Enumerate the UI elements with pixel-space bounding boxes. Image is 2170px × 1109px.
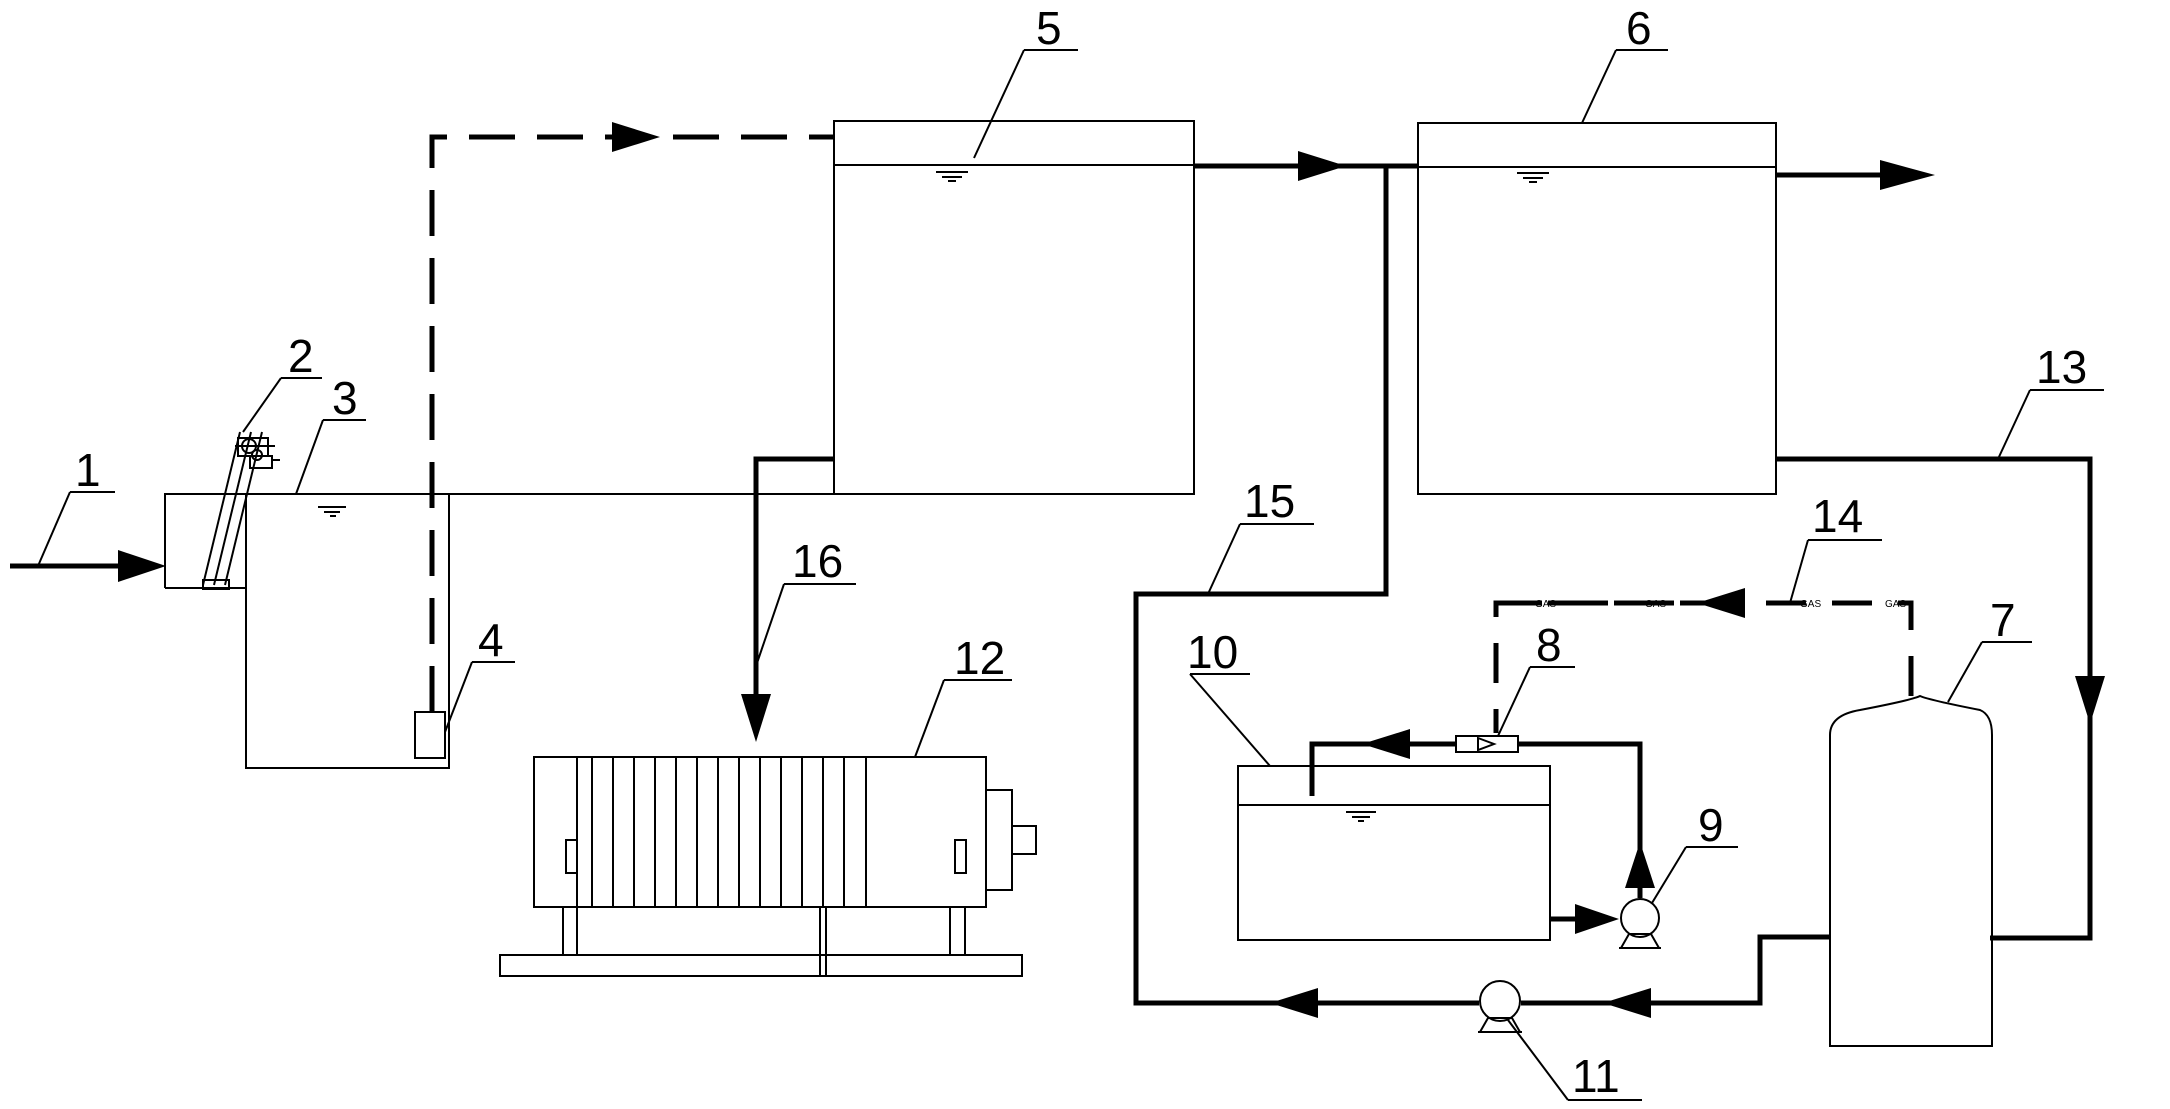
submersible-pump xyxy=(414,711,446,759)
label-9: 9 xyxy=(1651,799,1738,904)
label-8-text: 8 xyxy=(1536,619,1562,671)
pump-11 xyxy=(1478,980,1522,1033)
label-10: 10 xyxy=(1187,626,1271,767)
reaction-tank-6 xyxy=(1417,122,1777,495)
vessel-7 xyxy=(1829,694,1993,1047)
collection-tank xyxy=(245,493,450,769)
label-11: 11 xyxy=(1507,1019,1642,1102)
gas-marker: GAS xyxy=(1645,599,1666,610)
label-13-text: 13 xyxy=(2036,341,2087,393)
reaction-tank-5 xyxy=(833,120,1195,495)
label-3-text: 3 xyxy=(332,372,358,424)
label-14: 14 xyxy=(1789,490,1882,604)
label-9-text: 9 xyxy=(1698,799,1724,851)
gas-marker: GAS xyxy=(1800,599,1821,610)
label-7-text: 7 xyxy=(1990,594,2016,646)
label-16: 16 xyxy=(755,535,856,667)
label-2-text: 2 xyxy=(288,330,314,382)
label-5-text: 5 xyxy=(1036,2,1062,54)
label-8: 8 xyxy=(1497,619,1575,737)
label-12-text: 12 xyxy=(954,632,1005,684)
gas-line: GAS GAS GAS GAS xyxy=(1493,588,1914,733)
gas-marker: GAS xyxy=(1885,599,1906,610)
label-2: 2 xyxy=(242,330,322,433)
label-16-text: 16 xyxy=(792,535,843,587)
label-6-text: 6 xyxy=(1626,2,1652,54)
outlet-pipe xyxy=(1776,160,1935,190)
feed-line-13 xyxy=(1776,456,2105,941)
gas-marker: GAS xyxy=(1535,599,1556,610)
filter-plates xyxy=(591,757,845,907)
label-4: 4 xyxy=(444,614,515,733)
label-5: 5 xyxy=(973,2,1078,159)
ejector-8 xyxy=(1455,735,1519,753)
label-1-text: 1 xyxy=(75,444,101,496)
label-3: 3 xyxy=(295,372,366,495)
label-12: 12 xyxy=(914,632,1012,758)
label-1: 1 xyxy=(37,444,115,567)
label-15: 15 xyxy=(1207,475,1314,595)
label-14-text: 14 xyxy=(1812,490,1863,542)
return-line xyxy=(1133,166,1830,1018)
pump-9 xyxy=(1619,898,1661,949)
filter-press xyxy=(499,756,1037,977)
label-11-text: 11 xyxy=(1572,1050,1620,1102)
tank-10 xyxy=(1237,765,1551,941)
label-6: 6 xyxy=(1581,2,1668,124)
bar-screen xyxy=(202,431,280,590)
sludge-line xyxy=(741,456,834,742)
transfer-pipe-5-6 xyxy=(1194,151,1418,181)
label-13: 13 xyxy=(1997,341,2104,460)
circulation-loop xyxy=(1309,729,1655,934)
lift-line xyxy=(429,122,833,712)
label-15-text: 15 xyxy=(1244,475,1295,527)
label-10-text: 10 xyxy=(1187,626,1238,678)
label-4-text: 4 xyxy=(478,614,504,666)
label-7: 7 xyxy=(1947,594,2032,703)
inlet-pipe xyxy=(10,550,166,582)
